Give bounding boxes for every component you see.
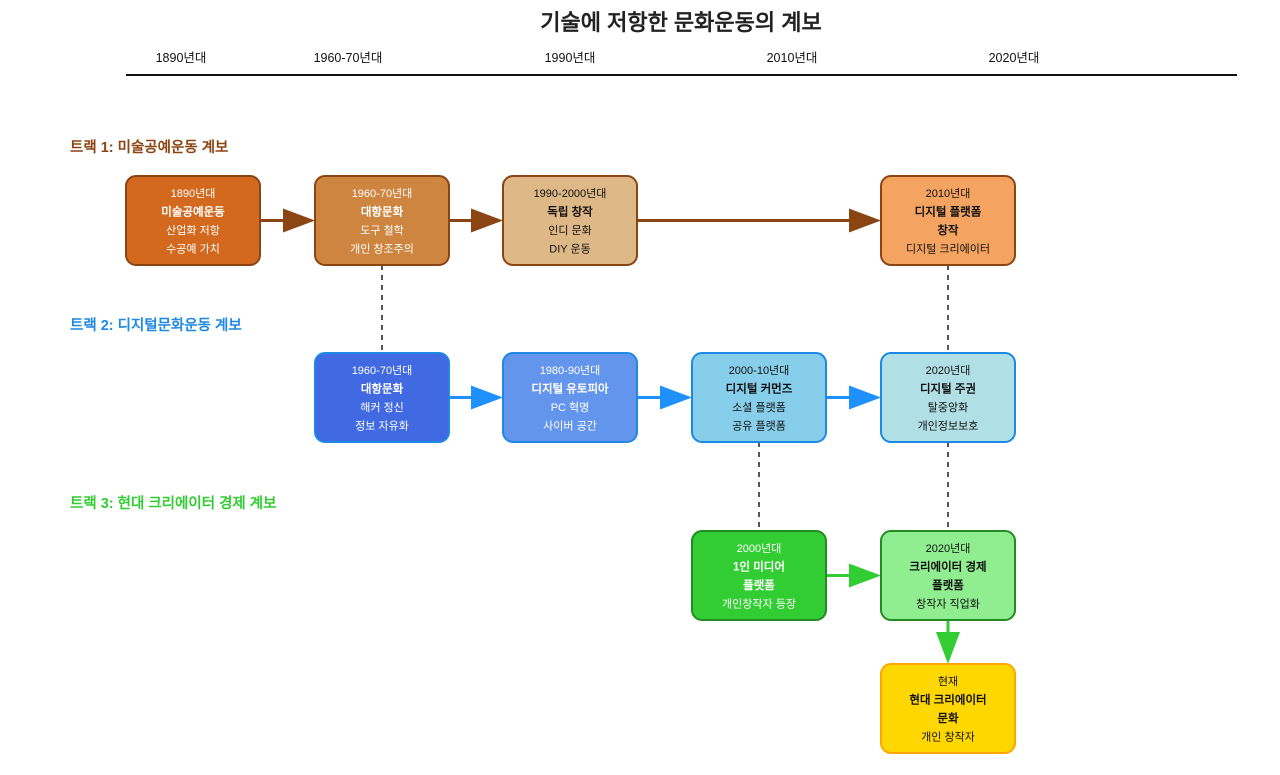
node-detail: 개인 창작자 — [921, 730, 975, 743]
node-detail: 해커 정신 — [360, 400, 404, 414]
arrowhead-icon — [936, 632, 960, 664]
node-box — [880, 175, 1016, 266]
arrowhead-icon — [471, 208, 503, 233]
node-title: 현대 크리에이터 — [909, 692, 986, 706]
node-detail: 공유 플랫폼 — [732, 419, 786, 432]
node-detail: 2020년대 — [926, 364, 971, 377]
node-detail: 도구 철학 — [360, 224, 404, 237]
arrowhead-icon — [660, 385, 692, 410]
node-title: 플랫폼 — [743, 578, 775, 592]
arrowhead-icon — [849, 563, 881, 588]
node-box — [691, 530, 827, 621]
node-detail: 1960-70년대 — [352, 187, 413, 200]
node-detail: 개인정보보호 — [918, 419, 979, 432]
node-title: 디지털 커먼즈 — [726, 381, 793, 395]
node-detail: 1890년대 — [171, 187, 216, 200]
node-title: 크리에이터 경제 — [909, 559, 986, 573]
node-title: 문화 — [937, 711, 959, 725]
era-label: 1890년대 — [156, 51, 207, 65]
node-box — [502, 352, 638, 443]
node-detail: 1980-90년대 — [540, 364, 601, 377]
node-box — [314, 175, 450, 266]
node-detail: 2010년대 — [926, 187, 971, 200]
node-title: 미술공예운동 — [161, 204, 225, 218]
node-detail: 개인창작자 등장 — [722, 597, 796, 610]
era-label: 1990년대 — [545, 51, 596, 65]
era-label: 2010년대 — [767, 51, 818, 65]
node-box — [691, 352, 827, 443]
node-title: 독립 창작 — [547, 204, 593, 218]
track-2-label: 트랙 2: 디지털문화운동 계보 — [70, 316, 242, 334]
node-detail: 사이버 공간 — [543, 419, 597, 432]
node-title: 창작 — [937, 223, 959, 237]
diagram-title: 기술에 저항한 문화운동의 계보 — [540, 10, 821, 35]
node-detail: 개인 창조주의 — [350, 242, 414, 255]
node-detail: 인디 문화 — [548, 224, 592, 237]
node-detail: 디지털 크리에이터 — [906, 242, 990, 255]
node-detail: 1960-70년대 — [352, 364, 413, 377]
arrowhead-icon — [283, 208, 315, 233]
node-title: 대항문화 — [361, 381, 404, 395]
node-detail: 2020년대 — [926, 542, 971, 555]
arrowhead-icon — [849, 208, 881, 233]
node-detail: 현재 — [938, 675, 958, 688]
node-box — [125, 175, 261, 266]
node-detail: 산업화 저항 — [166, 224, 220, 237]
node-box — [502, 175, 638, 266]
node-detail: 창작자 직업화 — [916, 597, 980, 610]
node-title: 디지털 주권 — [920, 381, 976, 395]
node-title: 플랫폼 — [932, 578, 964, 592]
node-box — [314, 352, 450, 443]
node-detail: PC 혁명 — [551, 401, 590, 414]
node-title: 디지털 유토피아 — [531, 381, 609, 395]
node-detail: 1990-2000년대 — [534, 187, 607, 200]
track-1-label: 트랙 1: 미술공예운동 계보 — [70, 138, 228, 156]
node-title: 디지털 플랫폼 — [915, 204, 982, 218]
node-box — [880, 663, 1016, 754]
node-detail: 소셜 플랫폼 — [732, 401, 786, 414]
era-label: 2020년대 — [989, 51, 1040, 65]
node-box — [880, 352, 1016, 443]
node-box — [880, 530, 1016, 621]
node-detail: 탈중앙화 — [928, 401, 968, 414]
node-detail: 2000년대 — [737, 542, 782, 555]
node-title: 대항문화 — [361, 204, 404, 218]
node-detail: 수공예 가치 — [166, 242, 220, 255]
arrowhead-icon — [849, 385, 881, 410]
edges-layer — [260, 208, 960, 664]
arrowhead-icon — [471, 385, 503, 410]
node-detail: 2000-10년대 — [729, 364, 790, 377]
node-detail: DIY 운동 — [549, 242, 590, 255]
timeline: 1890년대 1960-70년대 1990년대 2010년대 2020년대 — [126, 51, 1237, 76]
track-3-label: 트랙 3: 현대 크리에이터 경제 계보 — [70, 494, 276, 512]
node-detail: 정보 자유화 — [355, 419, 409, 432]
node-title: 1인 미디어 — [733, 559, 785, 573]
era-label: 1960-70년대 — [314, 51, 383, 65]
